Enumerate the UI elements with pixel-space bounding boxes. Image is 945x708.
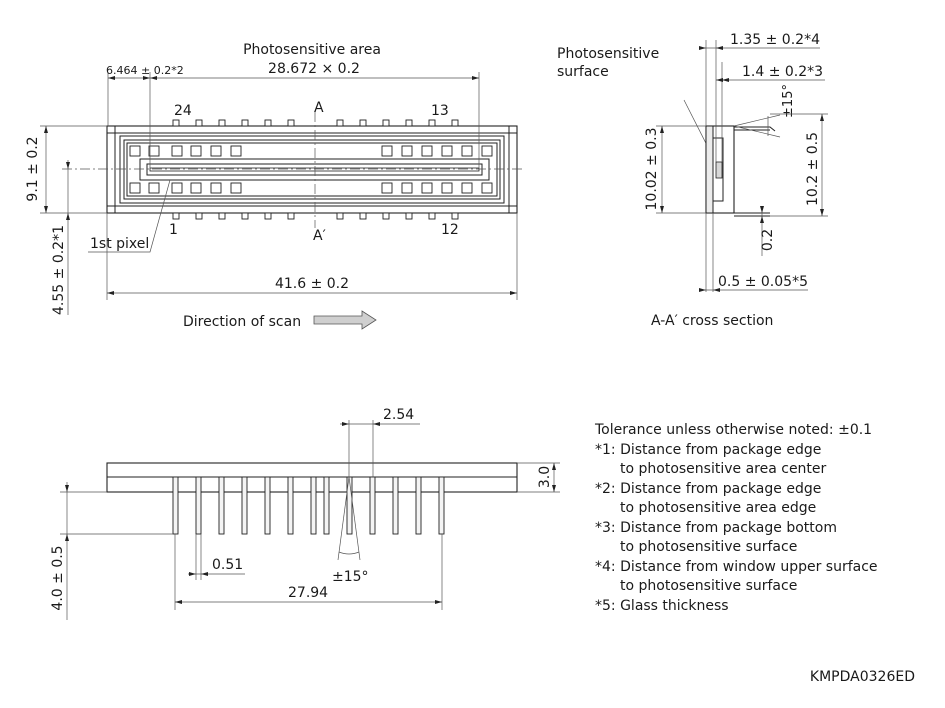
pin-24-label: 24 — [174, 103, 192, 119]
side-view: 2.54 3.0 4.0 ± 0.5 0.51 ±15° 27.94 — [50, 407, 560, 620]
section-height-right: 10.2 ± 0.5 — [805, 132, 821, 206]
center-dimension: 4.55 ± 0.2*1 — [51, 225, 67, 315]
note-4b: to photosensitive surface — [620, 578, 797, 594]
section-a-prime-label: A′ — [313, 228, 326, 244]
pins-top — [172, 119, 459, 127]
glass-dimension: 0.5 ± 0.05*5 — [718, 274, 808, 290]
window-frame-outer — [119, 135, 505, 204]
span-dimension: 27.94 — [288, 585, 328, 601]
window-dimension: 1.35 ± 0.2*4 — [730, 32, 820, 48]
thickness-dimension: 3.0 — [537, 466, 553, 488]
pin-1-label: 1 — [169, 222, 178, 238]
section-a-label: A — [314, 100, 324, 116]
lead-length-dimension: 4.0 ± 0.5 — [50, 545, 66, 610]
photosensitive-area-title: Photosensitive area — [243, 42, 381, 58]
pin-12-label: 12 — [441, 222, 459, 238]
section-height-left: 10.02 ± 0.3 — [644, 128, 660, 211]
surface-label-line2: surface — [557, 64, 609, 80]
note-3a: *3: Distance from package bottom — [595, 520, 837, 536]
cross-section-caption: A-A′ cross section — [651, 313, 773, 329]
drawing-code: KMPDA0326ED — [810, 669, 915, 685]
small-dimension: 0.2 — [760, 229, 776, 251]
photosensitive-area — [149, 167, 480, 172]
tolerance-note: Tolerance unless otherwise noted: ±0.1 — [594, 422, 872, 438]
offset-left-dimension: 6.464 ± 0.2*2 — [106, 64, 184, 77]
sensor-chip — [139, 158, 490, 181]
width-dimension: 41.6 ± 0.2 — [275, 276, 349, 292]
lead-angle-label: ±15° — [781, 84, 796, 118]
surface-label-line1: Photosensitive — [557, 46, 659, 62]
pitch-dimension: 2.54 — [383, 407, 414, 423]
bottom-dimension: 1.4 ± 0.2*3 — [742, 64, 823, 80]
pins-bottom — [172, 212, 459, 220]
notes: Tolerance unless otherwise noted: ±0.1 *… — [594, 422, 878, 614]
note-1b: to photosensitive area center — [620, 461, 827, 477]
lead-width-dimension: 0.51 — [212, 557, 243, 573]
cross-section: Photosensitive surface 1.35 ± 0.2*4 1.4 — [557, 32, 828, 329]
side-angle-label: ±15° — [332, 569, 369, 585]
height-dimension: 9.1 ± 0.2 — [25, 136, 41, 201]
side-leads — [172, 476, 445, 535]
first-pixel-leader — [88, 179, 171, 253]
bond-pads-top — [129, 145, 493, 157]
note-2a: *2: Distance from package edge — [595, 481, 821, 497]
scan-direction-label: Direction of scan — [183, 314, 301, 330]
note-2b: to photosensitive area edge — [620, 500, 816, 516]
scan-arrow-icon — [313, 310, 377, 330]
pin-13-label: 13 — [431, 103, 449, 119]
top-view: Photosensitive area 28.672 × 0.2 6.464 ±… — [25, 42, 525, 330]
photosensitive-area-value: 28.672 × 0.2 — [268, 61, 360, 77]
first-pixel-label: 1st pixel — [90, 236, 149, 252]
bond-pads-bottom — [129, 182, 493, 194]
note-4a: *4: Distance from window upper surface — [595, 559, 878, 575]
note-5: *5: Glass thickness — [595, 598, 729, 614]
note-3b: to photosensitive surface — [620, 539, 797, 555]
note-1a: *1: Distance from package edge — [595, 442, 821, 458]
